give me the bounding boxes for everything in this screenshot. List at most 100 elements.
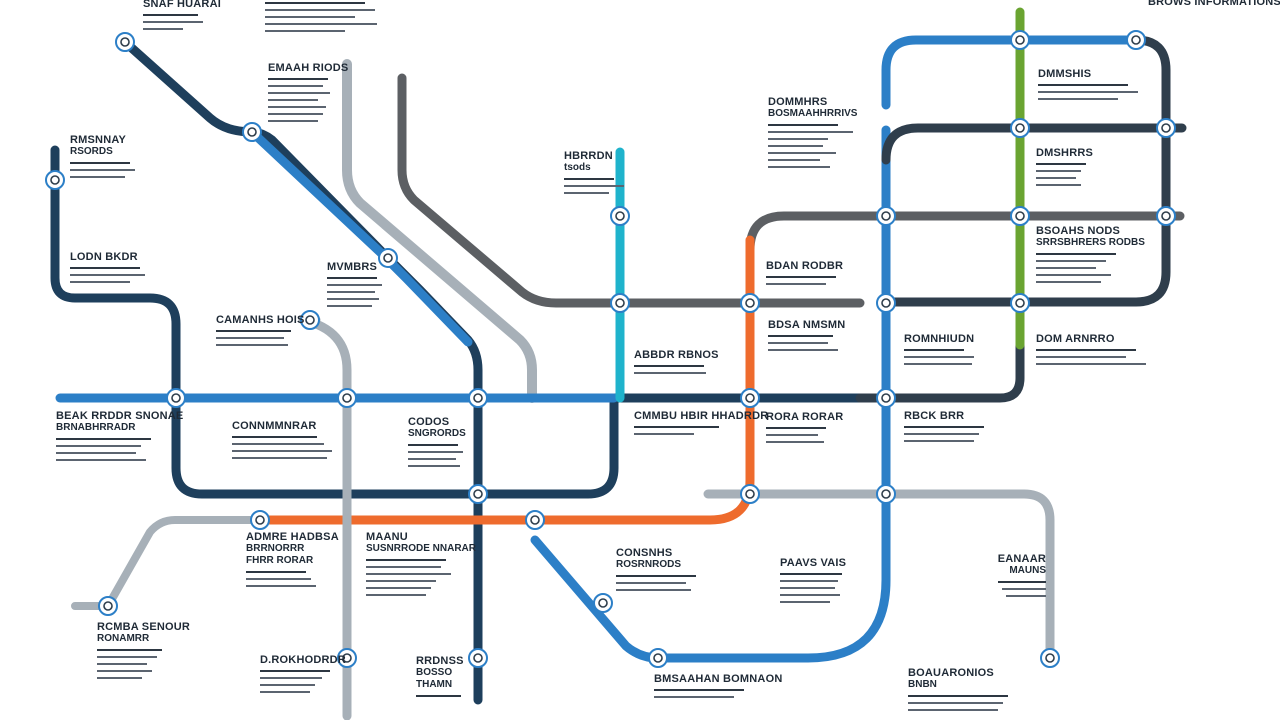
label-text-lines (232, 436, 332, 459)
station-16[interactable] (1126, 30, 1146, 50)
station-5[interactable] (166, 388, 186, 408)
label-title: DOM ARNRRO (1036, 333, 1115, 345)
text-line (654, 696, 734, 698)
label-subtitle: SUSNRRODE NNARAR (366, 543, 477, 554)
station-label-camanhs: CAMANHS HOIS (216, 314, 306, 351)
station-13[interactable] (876, 293, 896, 313)
text-line (768, 349, 838, 351)
label-text-lines (986, 581, 1046, 597)
text-line (780, 587, 835, 589)
text-line (97, 663, 147, 665)
station-8[interactable] (610, 206, 630, 226)
station-17[interactable] (1010, 118, 1030, 138)
station-12[interactable] (876, 206, 896, 226)
text-line (327, 298, 379, 300)
text-line (654, 689, 744, 691)
label-text-lines (908, 695, 1018, 711)
station-9[interactable] (610, 293, 630, 313)
text-line (268, 85, 323, 87)
station-21[interactable] (1010, 293, 1030, 313)
text-line (70, 274, 145, 276)
text-line (1006, 595, 1046, 597)
text-line (780, 594, 840, 596)
label-text-lines (766, 427, 836, 443)
label-subtitle: BRNABHRRADR (56, 422, 136, 433)
station-22[interactable] (468, 484, 488, 504)
line-charcoal-box (881, 35, 1171, 307)
station-3[interactable] (45, 170, 65, 190)
station-4[interactable] (378, 248, 398, 268)
text-line (780, 580, 838, 582)
station-label-bdsa-nmsm: BDSA NMSMN (768, 319, 848, 356)
station-25[interactable] (250, 510, 270, 530)
station-23[interactable] (740, 484, 760, 504)
label-subtitle: SRRSBHRERS RODBS (1036, 237, 1145, 248)
text-line (766, 441, 824, 443)
station-26[interactable] (525, 510, 545, 530)
text-line (246, 571, 306, 573)
station-27[interactable] (98, 596, 118, 616)
station-20[interactable] (1156, 206, 1176, 226)
line-darkgray (397, 73, 865, 308)
text-line (564, 185, 624, 187)
line-charcoal-right (855, 299, 1025, 403)
label-text-lines (327, 277, 397, 307)
text-line (768, 124, 838, 126)
text-line (327, 284, 382, 286)
station-10[interactable] (740, 293, 760, 313)
station-6[interactable] (337, 388, 357, 408)
text-line (1036, 349, 1136, 351)
label-text-lines (1036, 253, 1136, 283)
station-11[interactable] (740, 388, 760, 408)
station-18[interactable] (1156, 118, 1176, 138)
label-title: MVMBRS (327, 261, 378, 273)
text-line (260, 670, 330, 672)
station-19[interactable] (1010, 206, 1030, 226)
line-orange-tail (71, 516, 259, 610)
text-line (366, 580, 436, 582)
station-32[interactable] (1040, 648, 1060, 668)
text-line (143, 28, 183, 30)
station-30[interactable] (337, 648, 357, 668)
station-33[interactable] (300, 310, 320, 330)
station-7[interactable] (468, 388, 488, 408)
text-line (1036, 170, 1081, 172)
text-line (56, 438, 151, 440)
station-24[interactable] (876, 484, 896, 504)
label-text-lines (780, 573, 850, 603)
station-label-dom-arnrro: DOM ARNRRO (1036, 333, 1156, 370)
station-1[interactable] (115, 32, 135, 52)
station-label-connmnrar: CONNMMNRAR (232, 420, 332, 464)
text-line (564, 192, 609, 194)
station-31[interactable] (468, 648, 488, 668)
station-2[interactable] (242, 122, 262, 142)
label-title: HBRRDN (564, 150, 613, 162)
label-text-lines (904, 349, 984, 365)
text-line (1038, 91, 1138, 93)
label-title: BSOAHS NODS (1036, 225, 1121, 237)
text-line (564, 178, 614, 180)
text-line (265, 16, 355, 18)
label-text-lines (265, 2, 385, 32)
text-line (768, 138, 828, 140)
text-line (1036, 363, 1146, 365)
text-line (1036, 267, 1096, 269)
station-29[interactable] (648, 648, 668, 668)
text-line (366, 594, 426, 596)
text-line (616, 589, 691, 591)
label-text-lines (260, 670, 340, 693)
station-14[interactable] (876, 388, 896, 408)
text-line (232, 443, 324, 445)
station-28[interactable] (593, 593, 613, 613)
text-line (268, 106, 326, 108)
text-line (232, 457, 327, 459)
text-line (1036, 260, 1106, 262)
label-subtitle: BOSSO (416, 667, 453, 678)
station-15[interactable] (1010, 30, 1030, 50)
text-line (1002, 588, 1046, 590)
